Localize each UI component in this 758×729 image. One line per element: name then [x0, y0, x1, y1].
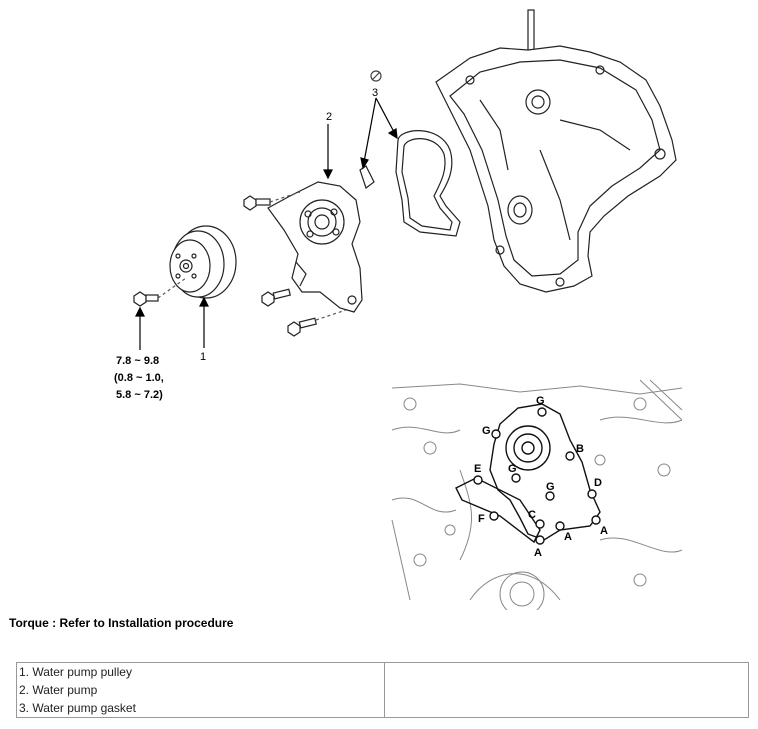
torque-value-line3: 5.8 ~ 7.2) — [116, 389, 163, 401]
bolt-letter-f: F — [478, 513, 485, 525]
bolt-letter-g-left: G — [482, 425, 491, 437]
detail-bolts — [473, 407, 601, 545]
bolt-letter-g-low: G — [546, 481, 555, 493]
bolt-letter-c: C — [528, 509, 536, 521]
exploded-view-diagram: 2 3 1 7.8 ~ 9.8 (0.8 ~ 1.0, 5.8 ~ 7.2) — [114, 9, 683, 610]
bolt-lower — [287, 309, 347, 337]
leader-arrows — [135, 97, 398, 350]
pulley-bolt — [133, 277, 187, 307]
legend-item: 1. Water pump pulley — [19, 665, 132, 679]
water-pump-gasket — [359, 130, 461, 237]
torque-value-line2: (0.8 ~ 1.0, — [114, 372, 164, 384]
legend-list: 1. Water pump pulley 2. Water pump 3. Wa… — [16, 662, 385, 718]
callout-3: 3 — [372, 87, 378, 99]
bolt-middle — [261, 288, 291, 307]
bolt-letter-b: B — [576, 443, 584, 455]
do-not-reuse-icon — [370, 70, 382, 82]
bolt-letter-a-2: A — [564, 531, 572, 543]
timing-chain-cover — [435, 9, 677, 293]
water-pump — [267, 181, 363, 313]
callout-2: 2 — [326, 111, 332, 123]
legend-item: 2. Water pump — [19, 683, 98, 697]
water-pump-pulley — [169, 225, 237, 299]
callout-1: 1 — [200, 351, 206, 363]
parts-legend-table: 1. Water pump pulley 2. Water pump 3. Wa… — [16, 662, 749, 718]
bolt-upper — [243, 191, 301, 211]
bolt-letter-g-mid: G — [508, 463, 517, 475]
bolt-letter-a-1: A — [534, 547, 542, 559]
bolt-letter-a-3: A — [600, 525, 608, 537]
bolt-letter-d: D — [594, 477, 602, 489]
bolt-letter-e: E — [474, 463, 481, 475]
torque-value-line1: 7.8 ~ 9.8 — [116, 355, 159, 367]
torque-note: Torque : Refer to Installation procedure — [9, 616, 234, 630]
legend-empty-cell — [385, 663, 749, 718]
bolt-letter-g-top: G — [536, 395, 545, 407]
legend-item: 3. Water pump gasket — [19, 701, 136, 715]
bolt-pattern-detail: G G B E G G D F C A A A — [391, 378, 683, 610]
pump-bolts — [243, 191, 347, 337]
